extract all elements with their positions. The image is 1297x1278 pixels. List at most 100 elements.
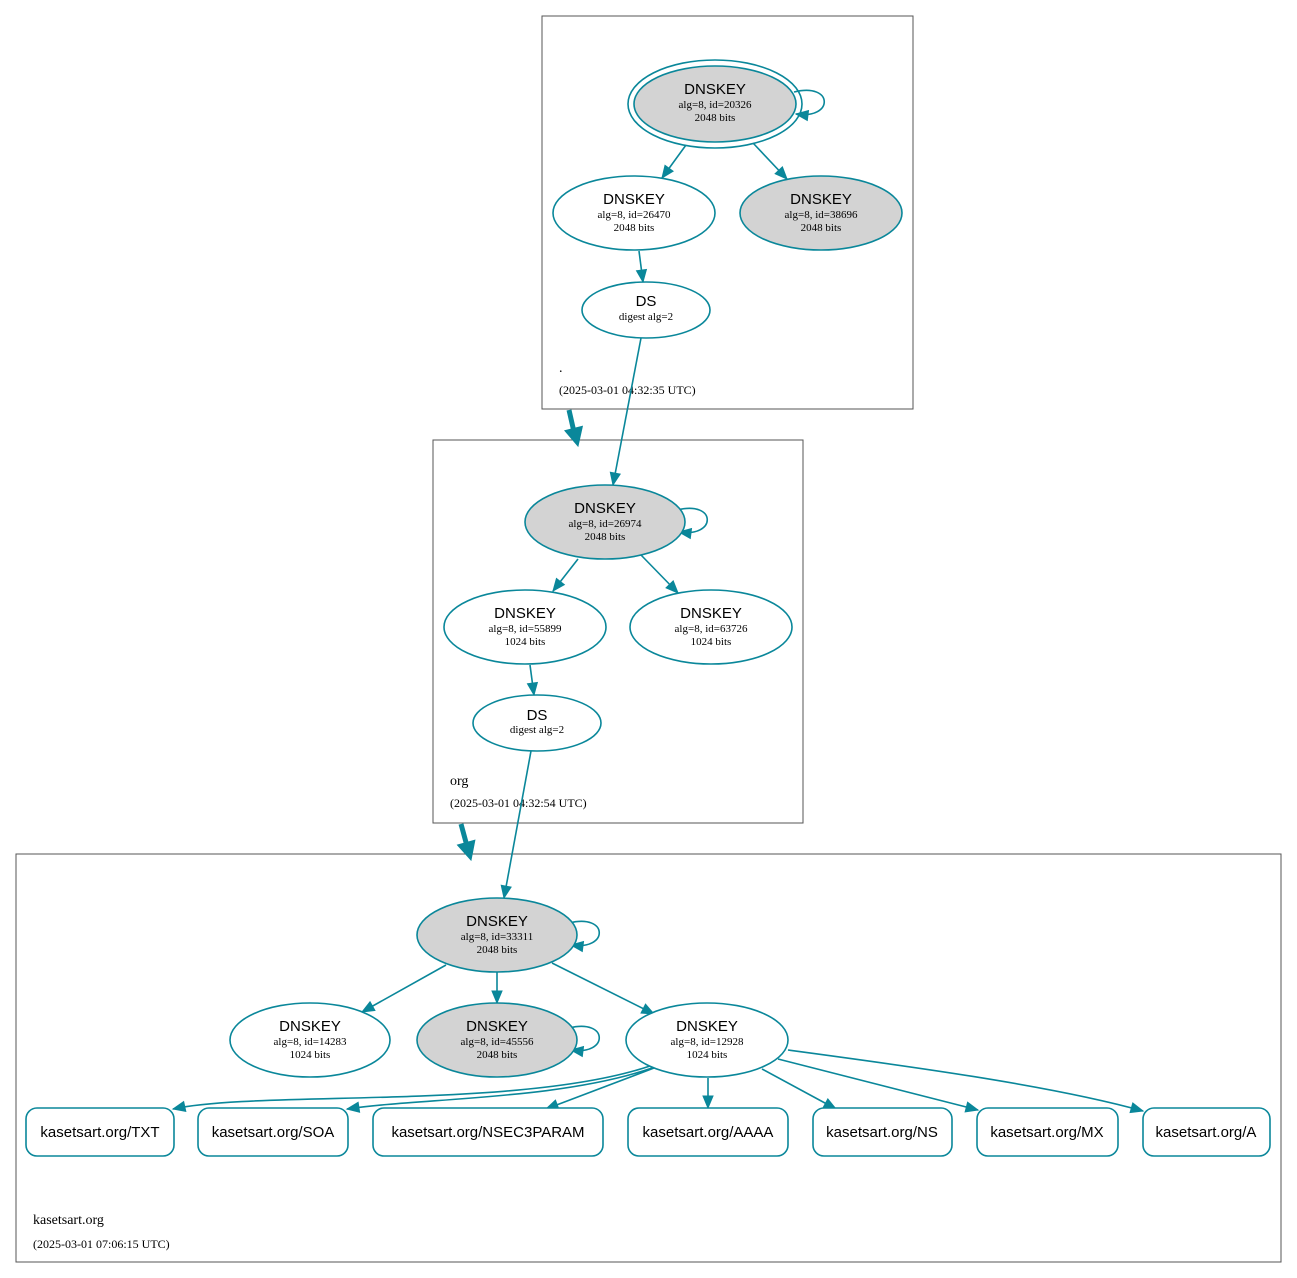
edge-self-kasetsart-ksk-arrowhead [569, 940, 585, 953]
rrset-label: kasetsart.org/TXT [40, 1124, 159, 1141]
edge-org-55899-to-ds-arrowhead [526, 681, 539, 697]
edge-root-ksk-to-38696-arrowhead [774, 165, 788, 180]
rrset-node-aaaa: kasetsart.org/AAAA [627, 1107, 789, 1157]
edge-ksk-to-14283 [361, 964, 447, 1013]
dnskey-node-root-ksk: DNSKEY alg=8, id=20326 2048 bits [627, 59, 803, 149]
dnskey-node-kasetsart-45556: DNSKEY alg=8, id=45556 2048 bits [416, 1002, 578, 1078]
edge-self-root-ksk [793, 89, 825, 116]
zone-name-org: org [450, 774, 468, 789]
node-key-size: 1024 bits [691, 636, 732, 648]
node-key-size: 2048 bits [585, 531, 626, 543]
rrset-node-ns: kasetsart.org/NS [812, 1107, 953, 1157]
node-title: DNSKEY [680, 605, 742, 622]
node-key-info: alg=8, id=20326 [679, 99, 752, 111]
node-title: DNSKEY [466, 1018, 528, 1035]
rrset-label: kasetsart.org/NSEC3PARAM [391, 1124, 584, 1141]
edge-root-ds-to-org-ksk-arrowhead [609, 471, 621, 487]
dnskey-node-root-26470: DNSKEY alg=8, id=26470 2048 bits [552, 175, 716, 251]
delegation-root-to-org-arrowhead [563, 425, 584, 448]
edge-layer [171, 89, 1145, 1114]
node-key-info: alg=8, id=45556 [461, 1036, 534, 1048]
edge-ksk-to-45556-arrowhead [491, 990, 503, 1005]
ds-node-root: DS digest alg=2 [581, 281, 711, 339]
dnskey-node-org-55899: DNSKEY alg=8, id=55899 1024 bits [443, 589, 607, 665]
node-title: DNSKEY [279, 1018, 341, 1035]
node-key-size: 2048 bits [614, 222, 655, 234]
rrset-node-a: kasetsart.org/A [1142, 1107, 1271, 1157]
dnskey-node-root-38696: DNSKEY alg=8, id=38696 2048 bits [739, 175, 903, 251]
dnskey-node-kasetsart-14283: DNSKEY alg=8, id=14283 1024 bits [229, 1002, 391, 1078]
zone-box-root [541, 15, 914, 410]
node-title: DNSKEY [603, 191, 665, 208]
zone-name-root: . [559, 361, 563, 376]
node-key-size: 2048 bits [477, 1049, 518, 1061]
edge-zsk-to-soa-arrowhead [345, 1101, 361, 1113]
node-key-size: 1024 bits [505, 636, 546, 648]
rrset-label: kasetsart.org/MX [990, 1124, 1103, 1141]
rrset-node-soa: kasetsart.org/SOA [197, 1107, 349, 1157]
edge-zsk-to-a [787, 1049, 1144, 1112]
zone-timestamp-root: (2025-03-01 04:32:35 UTC) [559, 383, 696, 397]
edge-self-kasetsart-45556-arrowhead [569, 1045, 585, 1058]
node-key-size: 1024 bits [687, 1049, 728, 1061]
node-key-size: 2048 bits [801, 222, 842, 234]
node-key-info: alg=8, id=55899 [489, 623, 562, 635]
delegation-org-to-kasetsart-arrowhead [456, 839, 476, 862]
node-digest-info: digest alg=2 [619, 311, 673, 323]
edge-root-ksk-to-26470-arrowhead [661, 164, 675, 180]
node-key-info: alg=8, id=63726 [675, 623, 748, 635]
edge-zsk-to-txt-arrowhead [171, 1100, 187, 1112]
node-key-info: alg=8, id=26974 [569, 518, 642, 530]
edge-org-ds-to-kasetsart-ksk-arrowhead [500, 884, 512, 900]
dnskey-node-org-63726: DNSKEY alg=8, id=63726 1024 bits [629, 589, 793, 665]
node-title: DNSKEY [790, 191, 852, 208]
zone-box-org [432, 439, 804, 824]
dnskey-node-kasetsart-12928: DNSKEY alg=8, id=12928 1024 bits [625, 1002, 789, 1078]
edge-self-org-ksk-arrowhead [677, 527, 693, 540]
node-digest-info: digest alg=2 [510, 724, 564, 736]
edge-zsk-to-nsec3param [545, 1067, 655, 1110]
zone-timestamp-org: (2025-03-01 04:32:54 UTC) [450, 796, 587, 810]
edge-zsk-to-a-arrowhead [1129, 1102, 1145, 1114]
node-title: DNSKEY [574, 500, 636, 517]
edge-ksk-to-12928 [551, 962, 655, 1015]
edge-zsk-to-mx [777, 1058, 979, 1111]
rrset-node-mx: kasetsart.org/MX [976, 1107, 1119, 1157]
node-title: DNSKEY [684, 81, 746, 98]
zone-box-kasetsart [15, 853, 1282, 1263]
edge-zsk-to-soa [346, 1067, 653, 1110]
node-key-size: 1024 bits [290, 1049, 331, 1061]
edge-zsk-to-mx-arrowhead [964, 1101, 980, 1113]
node-key-size: 2048 bits [695, 112, 736, 124]
node-title: DNSKEY [676, 1018, 738, 1035]
edge-root-26470-to-ds-arrowhead [635, 268, 648, 284]
node-title: DS [636, 293, 657, 310]
node-key-info: alg=8, id=12928 [671, 1036, 744, 1048]
node-title: DNSKEY [494, 605, 556, 622]
edge-org-ksk-to-63726-arrowhead [665, 580, 679, 594]
edge-zsk-to-txt [172, 1065, 651, 1110]
rrset-node-txt: kasetsart.org/TXT [25, 1107, 175, 1157]
rrset-node-nsec3param: kasetsart.org/NSEC3PARAM [372, 1107, 604, 1157]
node-title: DNSKEY [466, 913, 528, 930]
dnskey-node-kasetsart-ksk: DNSKEY alg=8, id=33311 2048 bits [416, 897, 578, 973]
node-key-info: alg=8, id=33311 [461, 931, 534, 943]
edge-root-ds-to-org-ksk [612, 337, 642, 486]
zone-name-kasetsart: kasetsart.org [33, 1213, 104, 1228]
edge-ksk-to-14283-arrowhead [360, 1000, 376, 1013]
edge-zsk-to-ns [761, 1068, 837, 1110]
rrset-label: kasetsart.org/SOA [212, 1124, 335, 1141]
edge-ksk-to-12928-arrowhead [640, 1003, 656, 1015]
node-key-size: 2048 bits [477, 944, 518, 956]
rrset-label: kasetsart.org/A [1156, 1124, 1257, 1141]
rrset-label: kasetsart.org/AAAA [643, 1124, 774, 1141]
rrset-label: kasetsart.org/NS [826, 1124, 938, 1141]
node-key-info: alg=8, id=38696 [785, 209, 858, 221]
node-key-info: alg=8, id=14283 [274, 1036, 347, 1048]
ds-node-org: DS digest alg=2 [472, 694, 602, 752]
edge-zsk-to-aaaa-arrowhead [702, 1095, 714, 1110]
node-title: DS [527, 707, 548, 724]
zone-timestamp-kasetsart: (2025-03-01 07:06:15 UTC) [33, 1237, 170, 1251]
edge-org-ksk-to-55899-arrowhead [552, 577, 566, 593]
